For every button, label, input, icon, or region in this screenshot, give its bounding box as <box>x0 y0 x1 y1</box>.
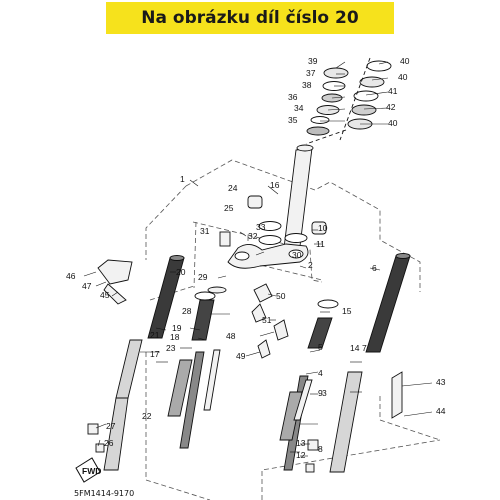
callout-9: 9 <box>318 388 323 398</box>
callout-5: 5 <box>318 342 323 352</box>
steering-head-bearing-stack <box>305 57 392 145</box>
callout-26: 26 <box>104 438 114 448</box>
callout-37: 37 <box>306 68 316 78</box>
callout-43: 43 <box>436 377 446 387</box>
steering-stem <box>227 144 327 269</box>
callout-49: 49 <box>236 351 246 361</box>
callout-50: 50 <box>276 291 286 301</box>
callout-8: 8 <box>318 444 323 454</box>
callout-23: 23 <box>166 343 176 353</box>
right-fork-assembly <box>279 253 411 473</box>
callout-42: 42 <box>386 102 396 112</box>
left-fork-assembly <box>87 255 221 471</box>
callout-38: 38 <box>302 80 312 90</box>
callout-27: 27 <box>106 421 116 431</box>
diagram-code: 5FM1414-9170 <box>74 489 134 498</box>
callout-17: 17 <box>150 349 160 359</box>
callout-40b: 40 <box>398 72 408 82</box>
callout-6: 6 <box>372 263 377 273</box>
callout-13: 13 <box>296 438 306 448</box>
callout-39: 39 <box>308 56 318 66</box>
callout-45: 45 <box>100 290 110 300</box>
callout-3: 3 <box>322 388 327 398</box>
callout-40c: 40 <box>388 118 398 128</box>
callout-41: 41 <box>388 86 398 96</box>
callout-48: 48 <box>226 331 236 341</box>
fwd-label: FWD <box>82 466 101 476</box>
callout-11: 11 <box>316 239 325 249</box>
callout-19: 19 <box>172 323 182 333</box>
callout-15: 15 <box>342 306 352 316</box>
callout-40a: 40 <box>400 56 410 66</box>
part-number-banner: Na obrázku díl číslo 20 <box>106 2 394 34</box>
callout-25: 25 <box>224 203 234 213</box>
callout-20: 20 <box>176 267 186 277</box>
leader-lines <box>83 61 433 457</box>
callout-24: 24 <box>228 183 238 193</box>
callout-28: 28 <box>182 306 192 316</box>
callout-21: 21 <box>150 330 160 340</box>
callout-47: 47 <box>82 281 92 291</box>
banner-title: Na obrázku díl číslo 20 <box>141 8 359 28</box>
callout-30: 30 <box>292 250 302 260</box>
callout-44: 44 <box>436 406 446 416</box>
callout-32: 32 <box>248 231 258 241</box>
callout-35: 35 <box>288 115 298 125</box>
callout-18: 18 <box>170 332 180 342</box>
small-hardware <box>97 231 289 359</box>
callout-46: 46 <box>66 271 76 281</box>
callout-4: 4 <box>318 368 323 378</box>
callout-31: 31 <box>200 226 210 236</box>
callout-10: 10 <box>318 223 328 233</box>
callout-34: 34 <box>294 103 304 113</box>
callout-2: 2 <box>308 260 313 270</box>
callout-12: 12 <box>296 450 306 460</box>
callout-7: 7 <box>362 343 367 353</box>
callout-33: 33 <box>256 222 266 232</box>
callout-36: 36 <box>288 92 298 102</box>
callout-22: 22 <box>142 411 152 421</box>
forward-direction-arrow: FWD <box>75 457 101 483</box>
callout-labels: 1 2 3 4 5 6 7 8 9 10 11 12 13 14 15 16 1… <box>66 56 446 460</box>
callout-14: 14 <box>350 343 360 353</box>
callout-1: 1 <box>180 174 185 184</box>
callout-16: 16 <box>270 180 280 190</box>
callout-51: 51 <box>262 315 272 325</box>
callout-29: 29 <box>198 272 208 282</box>
